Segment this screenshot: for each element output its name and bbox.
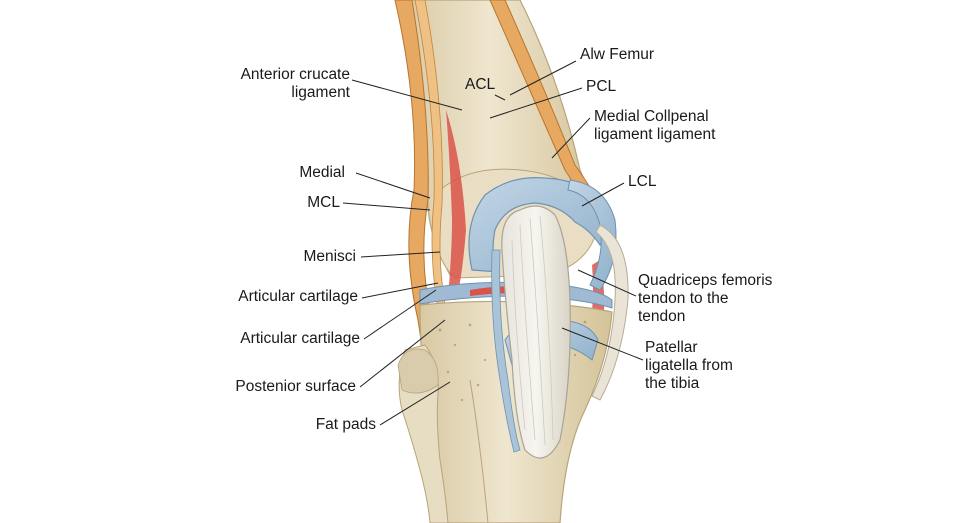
quadriceps-tendon	[591, 224, 629, 401]
label-patellar-ligament: Patellar ligatella from the tibia	[645, 339, 733, 392]
label-posterior-surface: Postenior surface	[235, 378, 356, 395]
label-articular-cartilage-2: Articular cartilage	[240, 330, 360, 347]
label-lcl: LCL	[628, 173, 657, 190]
label-anterior-cruciate-ligament: Anterior crucate ligament	[240, 66, 350, 101]
label-mcl: MCL	[307, 194, 340, 211]
label-menisci: Menisci	[303, 248, 356, 265]
lateral-cartilage	[567, 179, 617, 291]
label-acl: ACL	[465, 76, 496, 93]
medial-ligament-band-2	[414, 0, 483, 523]
fibula-head	[397, 348, 439, 394]
label-medial-collateral-ligament: Medial Collpenal ligament ligament	[594, 108, 716, 143]
tibia-shaft-edge	[469, 379, 489, 523]
label-fat-pads: Fat pads	[315, 416, 376, 433]
leader-lines	[342, 60, 644, 426]
muscle-left	[446, 110, 466, 300]
patella	[501, 205, 571, 459]
label-alw-femur: Alw Femur	[580, 46, 655, 63]
label-quadriceps-femoris-tendon: Quadriceps femoris tendon to the tendon	[638, 272, 773, 325]
patella-striations	[511, 215, 554, 446]
label-articular-cartilage-1: Articular cartilage	[238, 288, 358, 305]
label-medial: Medial	[299, 164, 345, 181]
label-pcl: PCL	[586, 78, 617, 95]
patella-cartilage-rim	[491, 249, 521, 453]
